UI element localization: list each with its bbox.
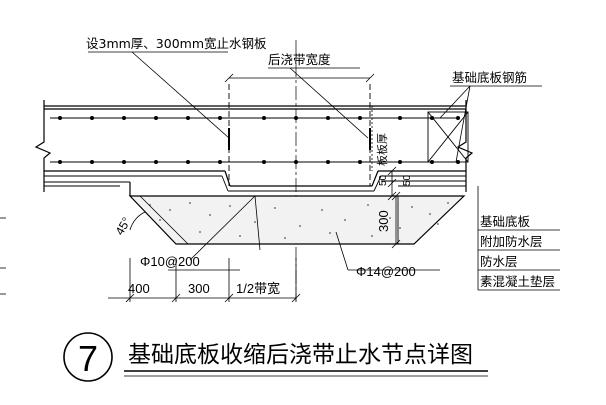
rebar-label-left: Φ10@200 <box>140 254 200 269</box>
dim-depth-300: 300 <box>376 210 391 232</box>
callout-waterstop: 设3mm厚、300mm宽止水钢板 <box>86 36 267 51</box>
margin-ticks <box>0 217 6 295</box>
slab-rebar <box>50 116 460 164</box>
rebar-leader <box>168 195 440 271</box>
layer-label-waterproof: 防水层 <box>480 254 518 269</box>
angle-label: 45° <box>112 215 133 238</box>
callout-strip-width: 后浇带宽度 <box>268 52 331 67</box>
detail-number: 7 <box>78 338 98 379</box>
dim-half-width: 1/2带宽 <box>236 281 280 296</box>
slab-outline <box>34 40 474 300</box>
dim-400: 400 <box>128 281 150 296</box>
layer-label-cushion: 素混凝土垫层 <box>480 274 555 289</box>
dim-50-lower: 50 <box>402 174 413 186</box>
dimension-lines <box>108 73 401 303</box>
detail-number-circle <box>63 332 113 382</box>
rebar-cross <box>427 111 469 163</box>
callout-leaders <box>88 51 560 291</box>
callout-slab-thickness: 板板厚 <box>375 133 389 166</box>
dim-300: 300 <box>188 281 210 296</box>
detail-title: 基础底板收缩后浇带止水节点详图 <box>128 342 473 368</box>
dim-50-upper: 50 <box>378 174 389 186</box>
waterstop-plate <box>228 128 371 150</box>
layer-label-slab: 基础底板 <box>480 214 531 229</box>
layer-label-additional-waterproof: 附加防水层 <box>480 234 543 249</box>
title-block: 7 基础底板收缩后浇带止水节点详图 <box>63 332 488 382</box>
rebar-label-right: Φ14@200 <box>356 264 416 279</box>
callout-slab-rebar: 基础底板钢筋 <box>452 70 527 85</box>
foundation-bed <box>128 195 466 245</box>
